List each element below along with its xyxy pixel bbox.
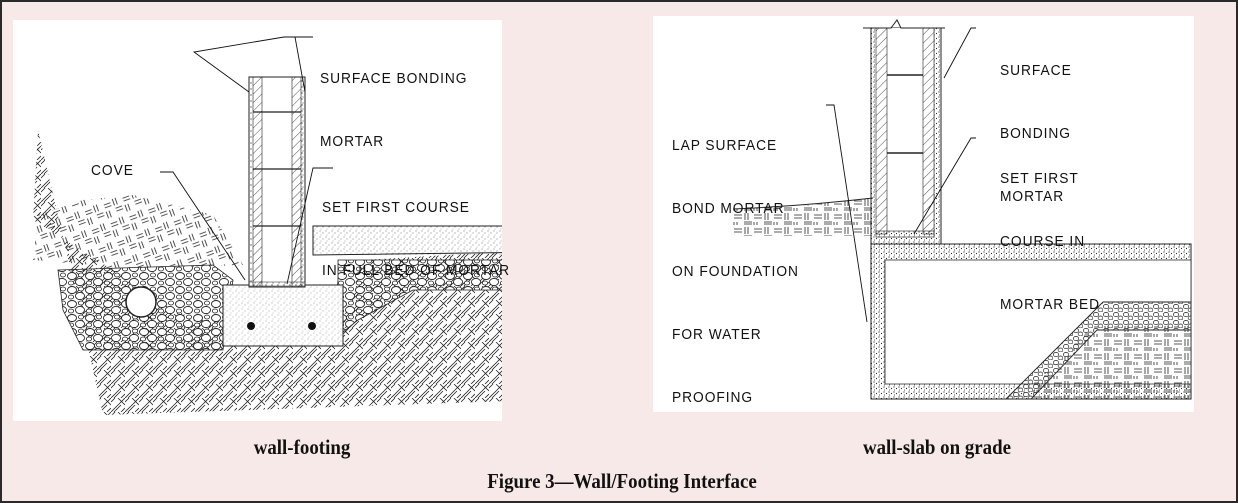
rebar [247,322,255,330]
figure-title: Figure 3—Wall/Footing Interface [487,469,757,493]
caption-wall-footing: wall-footing [253,435,351,459]
label-surface-bonding-mortar: SURFACE BONDING MORTAR [1000,63,1072,205]
block-wall [863,19,945,245]
label-surface-bonding-mortar: SURFACE BONDING MORTAR [320,71,468,150]
leader-lines [160,36,333,285]
gravel-base [1004,301,1192,400]
wall-slab-panel: SURFACE BONDING MORTAR LAP SURFACE BOND … [653,16,1194,412]
label-cove: COVE [91,163,134,179]
wall-footing-drawing [33,36,502,415]
wall-slab-drawing [732,19,1192,400]
wall-footing-panel: SURFACE BONDING MORTAR COVE SET FIRST CO… [13,20,509,421]
label-set-first-course: SET FIRST COURSE IN MORTAR BED [1000,171,1101,313]
label-lap-surface-bond-mortar: LAP SURFACE BOND MORTAR ON FOUNDATION FO… [672,138,799,406]
drain-pipe [125,286,157,318]
leader-lines [826,27,976,323]
caption-wall-slab-on-grade: wall-slab on grade [862,435,1012,459]
block-wall [248,76,306,288]
backfill-hatch [33,195,243,270]
rebar [308,322,316,330]
label-set-first-course: SET FIRST COURSE IN FULL BED OF MORTAR [322,200,511,279]
subgrade-soil [1033,326,1191,399]
